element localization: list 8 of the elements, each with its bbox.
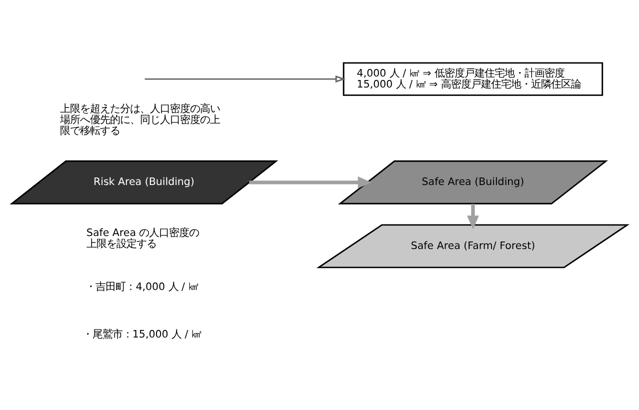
node-box: 4,000 人 / ㎢ ⇒ 低密度戸建住宅地・計画密度 15,000 人 / ㎢ ⇒ 高密度戸建住宅地・近隣住区論 [342,62,604,96]
label: Safe Area の人口密度の上限を設定する [86,226,200,250]
label: 上限を超えた分は、人口密度の高い場所へ優先的に、同じ人口密度の上限で移転する [60,102,220,136]
arrow [144,74,346,82]
arrow [466,203,479,229]
arrow [249,176,372,188]
label: ・尾鷲市：15,000 人 / ㎢ [82,328,202,340]
label: ・吉田町：4,000 人 / ㎢ [86,280,198,292]
